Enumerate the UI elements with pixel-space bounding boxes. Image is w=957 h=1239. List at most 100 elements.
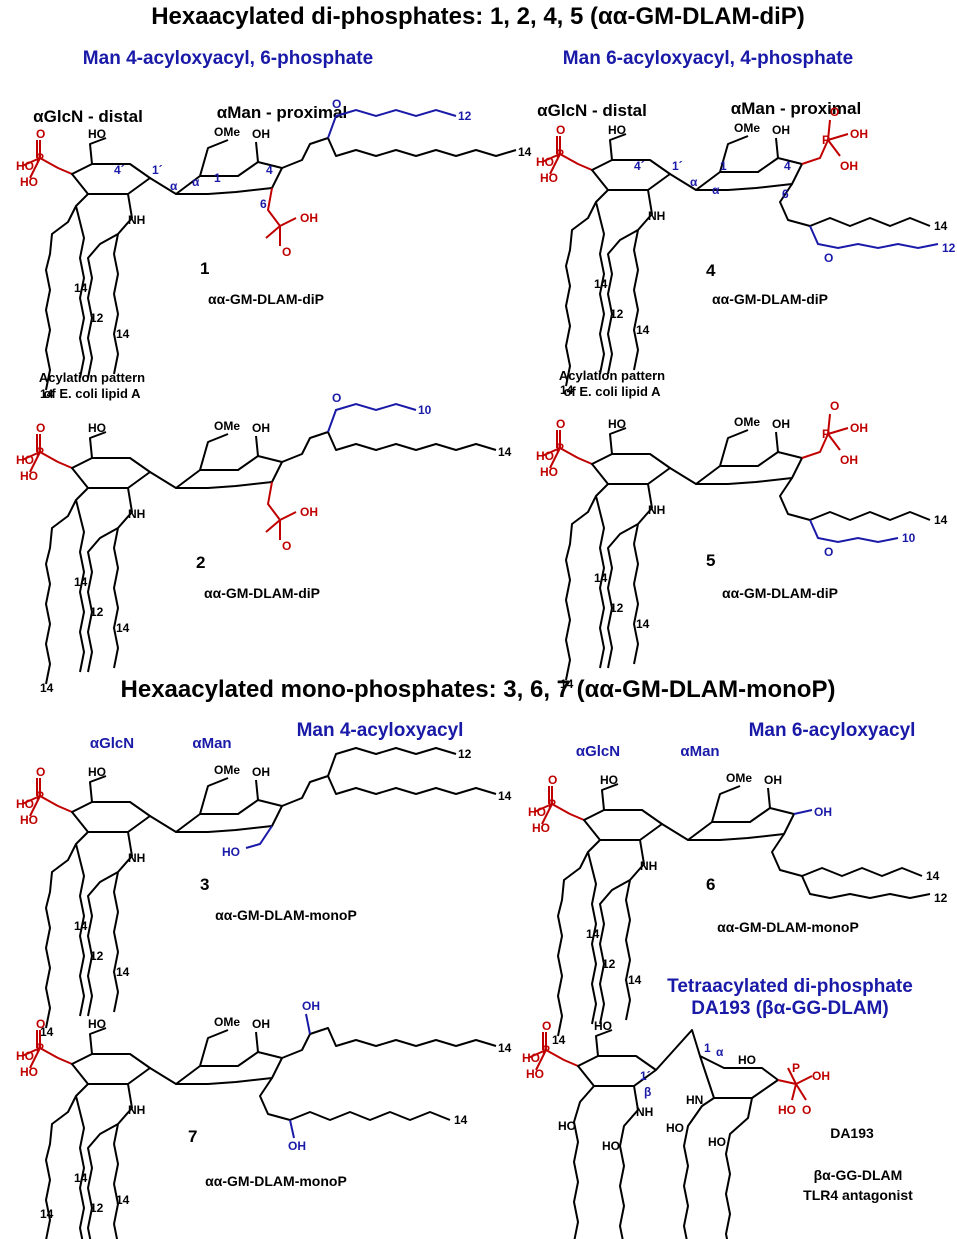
svg-text:HO: HO — [536, 155, 554, 169]
svg-text:HO: HO — [532, 821, 550, 835]
subtitle-tetraacylated: Tetraacylated di-phosphate — [667, 976, 913, 997]
svg-text:12: 12 — [610, 601, 624, 615]
svg-text:O: O — [36, 765, 45, 779]
svg-text:HO: HO — [16, 797, 34, 811]
svg-text:HO: HO — [20, 469, 38, 483]
svg-text:HO: HO — [666, 1121, 684, 1135]
svg-text:NH: NH — [648, 209, 665, 223]
structure-3: HO HO O P HO NH OMe OH HO 12 14 14 14 12… — [16, 747, 512, 1039]
svg-text:HO: HO — [88, 127, 106, 141]
svg-text:1´: 1´ — [672, 159, 683, 173]
svg-text:α: α — [716, 1045, 724, 1059]
svg-text:OMe: OMe — [214, 1015, 240, 1029]
label-glcn-3: αGlcN — [90, 735, 134, 752]
da193-label: DA193 — [830, 1125, 874, 1141]
svg-text:O: O — [556, 123, 565, 137]
compound-name-5: αα-GM-DLAM-diP — [722, 585, 838, 601]
svg-text:14: 14 — [74, 1171, 88, 1185]
svg-text:OMe: OMe — [214, 419, 240, 433]
acylation-note-line1-right: Acylation pattern — [559, 368, 665, 383]
da193-name: βα-GG-DLAM — [814, 1167, 903, 1183]
svg-text:α: α — [170, 179, 178, 193]
svg-text:OH: OH — [850, 127, 868, 141]
header-diphosphates: Hexaacylated di-phosphates: 1, 2, 4, 5 (… — [151, 3, 805, 30]
svg-text:HO: HO — [522, 1051, 540, 1065]
svg-text:12: 12 — [458, 747, 472, 761]
svg-text:OH: OH — [302, 999, 320, 1013]
svg-text:O: O — [830, 105, 839, 119]
svg-text:NH: NH — [128, 1103, 145, 1117]
compound-number-6: 6 — [706, 875, 715, 894]
svg-text:OH: OH — [252, 765, 270, 779]
label-man-6: αMan — [680, 743, 719, 760]
svg-text:O: O — [36, 127, 45, 141]
compound-number-3: 3 — [200, 875, 209, 894]
svg-text:14: 14 — [636, 323, 650, 337]
svg-text:O: O — [802, 1103, 811, 1117]
svg-text:P: P — [36, 445, 44, 459]
svg-text:OH: OH — [764, 773, 782, 787]
svg-text:14: 14 — [40, 1207, 54, 1221]
svg-text:10: 10 — [418, 403, 432, 417]
svg-text:1: 1 — [720, 159, 727, 173]
svg-text:NH: NH — [128, 213, 145, 227]
svg-text:NH: NH — [128, 507, 145, 521]
svg-text:O: O — [824, 251, 833, 265]
compound-name-2: αα-GM-DLAM-diP — [204, 585, 320, 601]
svg-text:14: 14 — [594, 571, 608, 585]
svg-text:4: 4 — [784, 159, 791, 173]
svg-text:O: O — [36, 1017, 45, 1031]
svg-text:OMe: OMe — [214, 763, 240, 777]
compound-number-7: 7 — [188, 1127, 197, 1146]
label-man-3: αMan — [192, 735, 231, 752]
svg-text:12: 12 — [934, 891, 948, 905]
svg-text:14: 14 — [498, 1041, 512, 1055]
svg-text:12: 12 — [942, 241, 956, 255]
svg-text:OH: OH — [840, 453, 858, 467]
compound-name-7: αα-GM-DLAM-monoP — [205, 1173, 347, 1189]
svg-text:4: 4 — [266, 163, 273, 177]
svg-text:14: 14 — [74, 575, 88, 589]
svg-text:4´: 4´ — [114, 163, 125, 177]
svg-text:O: O — [830, 399, 839, 413]
svg-text:12: 12 — [610, 307, 624, 321]
svg-text:12: 12 — [602, 957, 616, 971]
da193-role: TLR4 antagonist — [803, 1187, 913, 1203]
svg-text:14: 14 — [74, 919, 88, 933]
svg-text:O: O — [824, 545, 833, 559]
svg-text:10: 10 — [902, 531, 916, 545]
svg-text:1: 1 — [704, 1041, 711, 1055]
svg-text:HO: HO — [526, 1067, 544, 1081]
subtitle-man6-acyloxyacyl: Man 6-acyloxyacyl — [749, 720, 916, 741]
svg-text:12: 12 — [90, 605, 104, 619]
svg-text:OH: OH — [772, 123, 790, 137]
svg-text:HO: HO — [20, 1065, 38, 1079]
svg-text:P: P — [822, 133, 830, 147]
svg-text:P: P — [542, 1043, 550, 1057]
svg-text:HO: HO — [594, 1019, 612, 1033]
svg-text:O: O — [556, 417, 565, 431]
compound-number-5: 5 — [706, 551, 715, 570]
svg-text:14: 14 — [518, 145, 532, 159]
svg-text:P: P — [548, 797, 556, 811]
svg-text:HO: HO — [600, 773, 618, 787]
svg-text:O: O — [282, 539, 291, 553]
svg-text:P: P — [556, 441, 564, 455]
svg-text:HO: HO — [16, 453, 34, 467]
svg-text:14: 14 — [636, 617, 650, 631]
svg-text:OMe: OMe — [214, 125, 240, 139]
label-man-proximal-1: αMan - proximal — [217, 103, 347, 122]
svg-text:P: P — [36, 789, 44, 803]
svg-text:OH: OH — [772, 417, 790, 431]
svg-text:14: 14 — [934, 219, 948, 233]
subtitle-da193: DA193 (βα-GG-DLAM) — [691, 998, 888, 1019]
svg-text:14: 14 — [116, 327, 130, 341]
svg-text:14: 14 — [74, 281, 88, 295]
svg-text:O: O — [282, 245, 291, 259]
svg-text:HO: HO — [558, 1119, 576, 1133]
structure-1: HO HO O P HO 4´ 1´ α NH OMe OH α 1 4 6 O… — [16, 97, 532, 401]
svg-text:O: O — [332, 391, 341, 405]
svg-text:HO: HO — [88, 421, 106, 435]
label-glcn-6: αGlcN — [576, 743, 620, 760]
